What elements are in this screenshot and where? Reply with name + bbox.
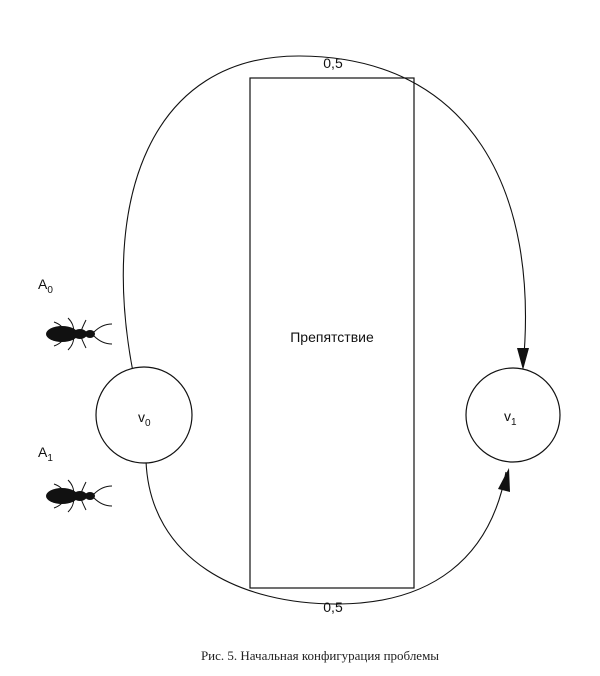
ant-a1-label: A1 bbox=[38, 444, 53, 464]
obstacle-rect bbox=[249, 77, 415, 589]
edge-top-weight: 0,5 bbox=[323, 55, 343, 71]
ant-icon bbox=[45, 317, 113, 351]
ant-icon bbox=[45, 479, 113, 513]
edge-bottom-weight: 0,5 bbox=[323, 599, 343, 615]
node-v1 bbox=[465, 367, 561, 463]
edge-top-arrow-icon bbox=[517, 348, 529, 370]
edge-bottom-arrow-icon bbox=[498, 468, 510, 492]
ant-a0-label: A0 bbox=[38, 276, 53, 296]
node-v0 bbox=[95, 366, 193, 464]
figure-caption: Рис. 5. Начальная конфигурация проблемы bbox=[201, 648, 439, 663]
obstacle-label: Препятствие bbox=[290, 329, 374, 345]
node-v1-label: v1 bbox=[504, 408, 517, 428]
edge-bottom bbox=[145, 460, 507, 605]
edge-top bbox=[122, 55, 527, 373]
node-v0-label: v0 bbox=[138, 409, 151, 429]
